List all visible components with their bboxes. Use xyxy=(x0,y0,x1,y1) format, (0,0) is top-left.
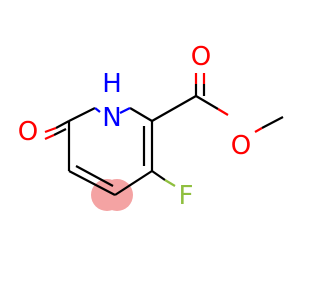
atom-label-o-ester: O xyxy=(231,131,251,161)
bond-c6-o-b xyxy=(53,128,67,136)
atom-label-f: F xyxy=(179,181,194,211)
bond-c6-o-a xyxy=(55,120,70,129)
bond-c2-ccarbonyl xyxy=(151,95,197,122)
bond-oester-ch3 xyxy=(261,116,284,129)
bond-c3-f xyxy=(151,170,166,181)
bond-c3-f-green xyxy=(164,179,176,187)
bond-oester-ch3-red xyxy=(254,127,263,133)
bond-c6-n1 xyxy=(68,107,96,122)
bond-c6-n1-n-segment xyxy=(94,107,101,113)
bond-cc-oester-red xyxy=(217,108,229,116)
bond-n1-c2-n-segment xyxy=(119,107,131,114)
atom-label-o-carbonyl: O xyxy=(191,42,211,72)
atom-label-o-keto: O xyxy=(18,117,38,147)
molecule-drawing: H N O O O F xyxy=(18,42,284,211)
bond-n1-c2 xyxy=(129,107,153,122)
structure-canvas: H N O O O F xyxy=(18,42,284,211)
atom-label-h: H xyxy=(102,69,122,99)
bond-c6-o-a-red xyxy=(44,126,57,134)
bond-cc-oester xyxy=(195,95,219,110)
bond-c4-c5 xyxy=(68,170,116,196)
atom-label-n: N xyxy=(102,103,121,133)
bond-c6-o-b-red xyxy=(44,133,55,141)
bond-c3-c4 xyxy=(114,170,153,196)
bond-c4-c5-inner xyxy=(75,165,114,187)
